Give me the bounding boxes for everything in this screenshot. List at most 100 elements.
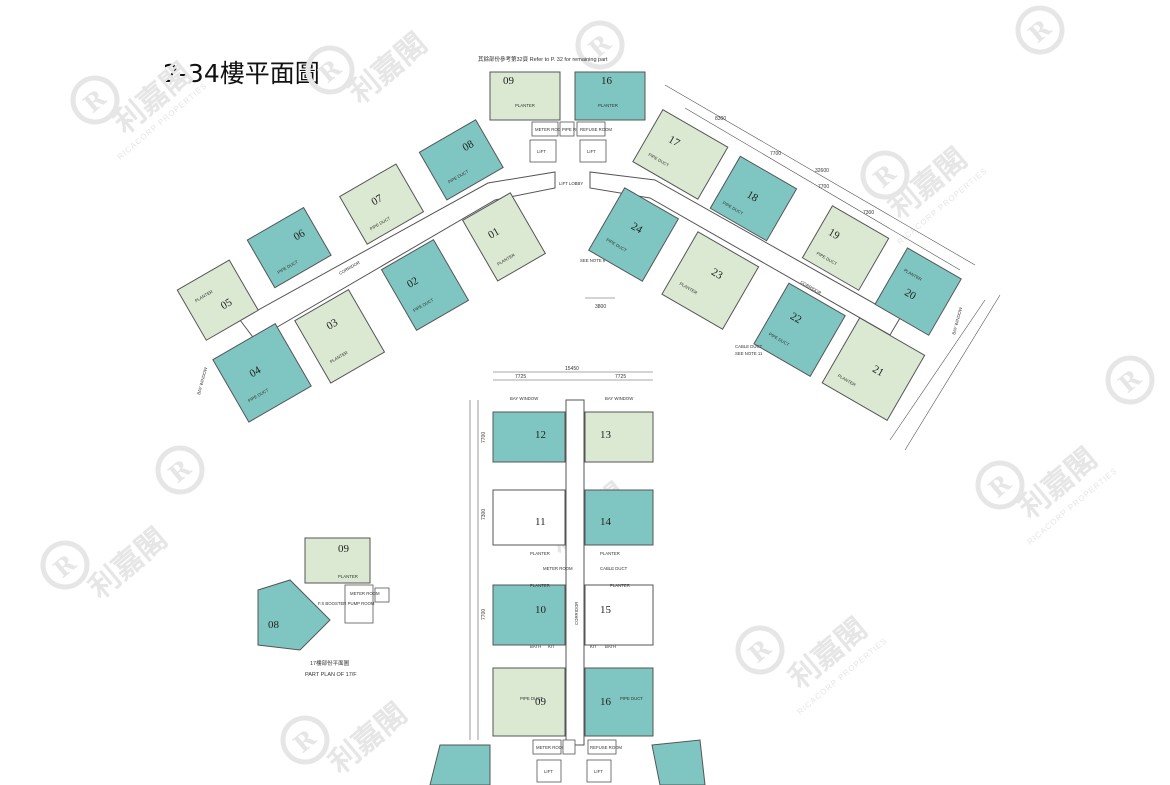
unit-number: 16 (601, 75, 613, 87)
unit-24: 24 PIPE DUCT (588, 187, 680, 282)
see-note-label: SEE NOTE 11 (735, 351, 763, 356)
bay-window-label: BAY WINDOW (951, 306, 963, 335)
watermark-logo (569, 14, 631, 76)
dimension-label: 7725 (615, 374, 626, 380)
pipe-room (559, 121, 575, 137)
lift-shaft (586, 759, 612, 783)
room-label: LIFT (537, 149, 546, 154)
unit-09-bottom (492, 667, 566, 737)
unit-08-part-plan (257, 579, 331, 651)
dimension-label: 8300 (715, 116, 726, 122)
dimension-label: 7700 (481, 432, 487, 443)
unit-05: 05 PLANTER (176, 259, 259, 341)
unit-21: 21 PLANTER (821, 317, 926, 421)
refuse-room (587, 739, 617, 755)
pipe-room (562, 739, 576, 755)
room-label: BATH (530, 644, 541, 649)
dimension-label: 32600 (815, 168, 829, 174)
bay-window-label: BAY WINDOW (510, 396, 539, 401)
unit-partial-bottom-right (651, 739, 706, 785)
svg-text:REFUSE ROOM: REFUSE ROOM (590, 745, 622, 750)
unit-18: 18 PIPE DUCT (709, 155, 798, 242)
svg-text:F.S BOOSTER PUMP ROOM: F.S BOOSTER PUMP ROOM (318, 601, 375, 606)
unit-23: 23 PLANTER (661, 231, 760, 330)
room-label: PIPE DUCT (520, 696, 543, 701)
dimension-label: 15450 (565, 366, 579, 372)
room-label: PIPE ROOM (562, 127, 587, 132)
dimension-label: 7725 (515, 374, 526, 380)
room-label: BATH (605, 644, 616, 649)
unit-number: 15 (600, 604, 612, 616)
svg-text:LIFT: LIFT (594, 769, 603, 774)
unit-number: 14 (600, 516, 612, 528)
unit-14 (584, 489, 654, 546)
watermark-cn: 利嘉閣 (323, 696, 414, 781)
unit-partial-bottom-left (429, 744, 491, 785)
unit-number: 10 (535, 604, 547, 616)
unit-09-top (489, 71, 561, 121)
part-plan-17f: 09 PLANTER METER ROOM F.S BOOSTER PUMP R… (257, 537, 390, 678)
room-label: PLANTER (600, 551, 620, 556)
corridor-label: CORRIDOR (574, 602, 579, 625)
svg-text:09: 09 (338, 543, 350, 555)
dimension-label: 7700 (818, 184, 829, 190)
unit-number: 09 (535, 696, 547, 708)
lift-shaft (536, 759, 562, 783)
watermark-cn: 利嘉閣 (343, 26, 434, 111)
lift-shaft (529, 139, 557, 163)
room-label: METER ROOM (535, 127, 565, 132)
svg-text:METER ROOM: METER ROOM (536, 745, 566, 750)
watermark-logo (34, 534, 96, 596)
unit-number: 12 (535, 429, 546, 441)
unit-08: 08 PIPE DUCT (418, 119, 504, 201)
room-label: METER ROOM (543, 566, 573, 571)
svg-text:METER ROOM: METER ROOM (350, 591, 380, 596)
room-label: PLANTER (530, 551, 550, 556)
unit-number: 16 (600, 696, 612, 708)
watermark-logo (274, 709, 336, 771)
room-label: LIFT (587, 149, 596, 154)
top-core: 09 16 PLANTER PLANTER METER ROOM PIPE RO… (489, 71, 646, 186)
unit-19: 19 PIPE DUCT (801, 205, 890, 291)
room-label: REFUSE ROOM (580, 127, 612, 132)
dimension-lines-south (469, 371, 653, 740)
room-label: KIT (590, 644, 597, 649)
watermark-logo (149, 439, 211, 501)
room-label: PLANTER (530, 583, 550, 588)
dimension-label: 7700 (770, 151, 781, 157)
south-corridor (565, 399, 585, 746)
watermark-logo (729, 619, 791, 681)
room-label: PLANTER (598, 103, 618, 108)
svg-text:08: 08 (268, 619, 280, 631)
meter-room (532, 739, 562, 755)
svg-text:01: 01 (486, 226, 502, 242)
svg-text:PLANTER: PLANTER (338, 574, 358, 579)
room-label: PIPE DUCT (620, 696, 643, 701)
lift-shaft (579, 139, 607, 163)
watermark-cn: 利嘉閣 (83, 521, 174, 606)
pipe-room (374, 587, 390, 603)
svg-text:02: 02 (405, 275, 421, 291)
unit-12 (492, 411, 566, 463)
unit-13 (584, 411, 654, 463)
dimension-lines (585, 84, 1001, 451)
unit-20: 20 PLANTER (874, 247, 962, 336)
dimension-label: 7300 (481, 509, 487, 520)
unit-03: 03 PLANTER (294, 289, 386, 384)
watermark-logo (1099, 349, 1161, 411)
dimension-label: 3800 (595, 304, 606, 310)
unit-04: 04 PIPE DUCT (212, 323, 312, 423)
page-title: 2-34樓平面圖 (163, 59, 320, 88)
room-label: KIT (548, 644, 555, 649)
unit-number: 13 (600, 429, 612, 441)
unit-11 (492, 489, 566, 546)
unit-16-top (574, 71, 646, 121)
watermark-logo (1009, 0, 1071, 61)
cable-duct-label: CABLE DUCT (600, 566, 628, 571)
unit-07: 07 PIPE DUCT (339, 163, 425, 245)
part-plan-label-cn: 17樓部份平面圖 (310, 659, 350, 667)
see-note-label: SEE NOTE 6 (580, 258, 606, 263)
top-note: 其餘部份參考第32頁 Refer to P. 32 for remaining … (478, 55, 608, 63)
dimension-label: 7700 (481, 609, 487, 620)
